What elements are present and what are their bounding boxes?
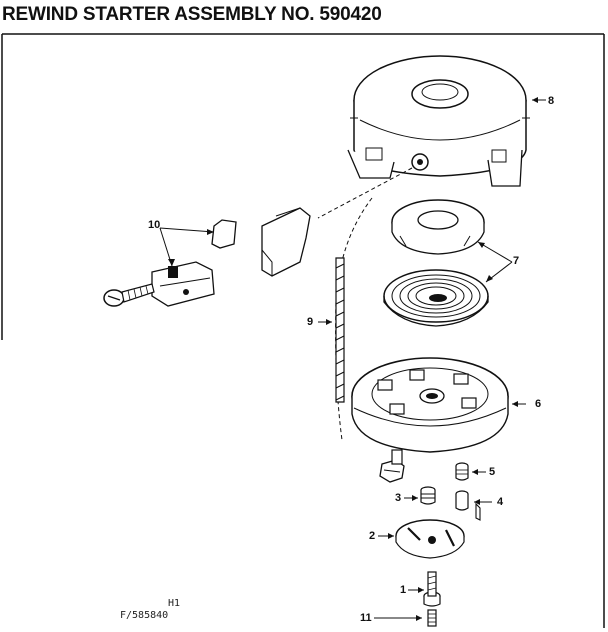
- pawl-screw: [379, 449, 405, 483]
- callout-5: 5: [489, 466, 496, 478]
- footer-code-line2: F/585840: [120, 610, 169, 621]
- callout-10: 10: [148, 219, 161, 231]
- callout-7: 7: [513, 255, 520, 267]
- callout-11: 11: [360, 612, 372, 624]
- retainer-plate-part-2: [395, 519, 465, 559]
- diagram-frame: [1, 33, 605, 628]
- callout-8: 8: [548, 95, 555, 107]
- spring-cup-part-7: [391, 199, 485, 255]
- handle-screw: [103, 283, 155, 307]
- washer-part-11: [427, 609, 437, 627]
- pulley-part-6: [351, 357, 509, 453]
- footer-code-line1: H1: [168, 598, 181, 609]
- callout-4: 4: [497, 496, 504, 508]
- screw-part-1: [423, 571, 441, 607]
- recoil-spring-part-7: [383, 269, 489, 327]
- retainer-part-5: [455, 462, 469, 481]
- callout-6: 6: [535, 398, 542, 410]
- pawl-part-4: [455, 490, 481, 521]
- callout-2: 2: [369, 530, 376, 542]
- handle-part-10: [151, 207, 311, 307]
- callout-1: 1: [400, 584, 407, 596]
- spring-part-3: [420, 486, 436, 505]
- callout-3: 3: [395, 492, 402, 504]
- diagram-title: REWIND STARTER ASSEMBLY NO. 590420: [2, 4, 382, 25]
- housing-part-8: [347, 55, 530, 187]
- rope-part-9: [335, 257, 345, 403]
- callout-9: 9: [307, 316, 314, 328]
